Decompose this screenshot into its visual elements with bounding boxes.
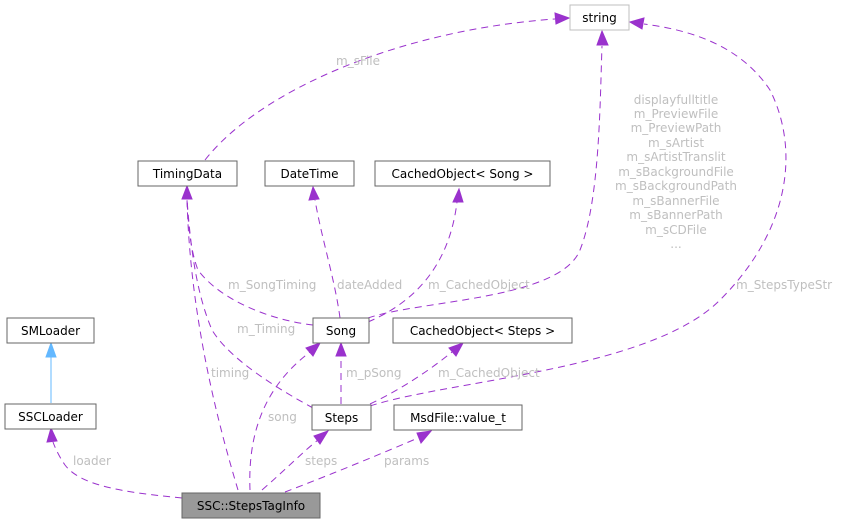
edge-label-m-cachedobject-steps: m_CachedObject xyxy=(438,366,540,380)
node-label: Steps xyxy=(325,411,359,425)
edge-stepstaginfo-to-steps xyxy=(261,439,319,491)
arrowhead-timingdata xyxy=(181,184,193,200)
node-cachedobject-steps[interactable]: CachedObject< Steps > xyxy=(392,317,573,344)
edge-song-to-string xyxy=(367,45,603,319)
node-label: SMLoader xyxy=(21,324,80,338)
edge-steps-to-cachedsteps xyxy=(369,351,453,405)
edge-label-m-sfile: m_sFile xyxy=(336,54,380,68)
edge-label-dateadded: dateAdded xyxy=(337,278,402,292)
edge-label-member: displayfulltitle xyxy=(634,93,719,107)
node-label: string xyxy=(582,11,616,25)
edge-song-to-cachedsong xyxy=(367,201,458,323)
edge-label-member: m_sArtist xyxy=(648,136,704,150)
edge-label-member: m_PreviewFile xyxy=(634,107,718,121)
edge-label-loader: loader xyxy=(73,454,111,468)
edge-label-steps: steps xyxy=(305,454,337,468)
node-song[interactable]: Song xyxy=(312,317,370,344)
node-label: CachedObject< Song > xyxy=(392,167,534,181)
edge-label-m-songtiming: m_SongTiming xyxy=(228,278,316,292)
arrowhead-steps xyxy=(313,430,330,445)
edge-label-member: m_sBackgroundPath xyxy=(615,179,737,193)
arrowhead-sscloader xyxy=(46,426,58,443)
arrowhead-cachedsteps xyxy=(448,342,465,357)
edge-stepstaginfo-to-song xyxy=(249,351,311,491)
edge-label-ellipsis: ... xyxy=(670,237,681,251)
arrowhead-smloader xyxy=(45,341,57,358)
edge-label-m-timing: m_Timing xyxy=(237,322,295,336)
edge-stepstaginfo-to-timingdata xyxy=(186,198,239,491)
edge-label-member: m_sCDFile xyxy=(645,223,707,237)
edge-label-member: m_PreviewPath xyxy=(631,121,722,135)
arrowhead-string-right xyxy=(628,17,645,30)
edge-stepstaginfo-to-msdvalue xyxy=(284,437,419,493)
arrowhead-string-bottom xyxy=(596,29,609,46)
node-steps[interactable]: Steps xyxy=(311,404,372,431)
node-label: SSCLoader xyxy=(18,410,83,424)
arrowhead-msdvalue xyxy=(416,430,433,444)
edge-label-m-psong: m_pSong xyxy=(346,366,402,380)
edge-song-to-datetime xyxy=(314,199,341,319)
edge-label-m-cachedobject-song: m_CachedObject xyxy=(428,278,530,292)
arrowhead-datetime xyxy=(308,185,320,201)
node-label: Song xyxy=(326,324,356,338)
node-label: CachedObject< Steps > xyxy=(410,324,555,338)
edge-label-member: m_sBannerPath xyxy=(629,208,722,222)
edge-timingdata-to-string xyxy=(204,18,556,161)
arrowhead-string-left xyxy=(554,12,571,25)
edge-label-m-stepstypestr: m_StepsTypeStr xyxy=(736,278,832,292)
arrowhead-song-bottom xyxy=(335,341,347,357)
edge-stepstaginfo-to-sscloader xyxy=(52,441,183,499)
edge-label-song: song xyxy=(268,410,297,424)
arrowhead-song-left xyxy=(305,342,322,357)
edge-label-member: m_sBannerFile xyxy=(632,194,719,208)
edge-label-song-members: displayfulltitle m_PreviewFile m_Preview… xyxy=(615,93,737,251)
edge-label-params: params xyxy=(384,454,429,468)
edge-label-timing: timing xyxy=(211,366,249,380)
node-smloader[interactable]: SMLoader xyxy=(6,317,95,344)
edge-steps-to-timingdata xyxy=(186,198,314,409)
node-label: DateTime xyxy=(280,167,338,181)
edge-song-to-timingdata xyxy=(186,198,314,326)
node-label: TimingData xyxy=(152,167,222,181)
edge-label-member: m_sBackgroundFile xyxy=(618,165,734,179)
node-label: MsdFile::value_t xyxy=(410,411,506,425)
node-timingdata[interactable]: TimingData xyxy=(137,160,238,187)
node-sscloader[interactable]: SSCLoader xyxy=(4,403,97,430)
node-cachedobject-song[interactable]: CachedObject< Song > xyxy=(374,160,551,187)
edge-steps-to-string xyxy=(369,23,787,407)
node-datetime[interactable]: DateTime xyxy=(264,160,355,187)
node-string[interactable]: string xyxy=(569,4,630,31)
node-label: SSC::StepsTagInfo xyxy=(197,499,305,513)
node-ssc-stepstaginfo: SSC::StepsTagInfo xyxy=(181,492,321,519)
arrowhead-cachedsong xyxy=(452,187,464,203)
node-msdfile-value-t[interactable]: MsdFile::value_t xyxy=(393,404,523,431)
edge-label-member: m_sArtistTranslit xyxy=(626,150,725,164)
